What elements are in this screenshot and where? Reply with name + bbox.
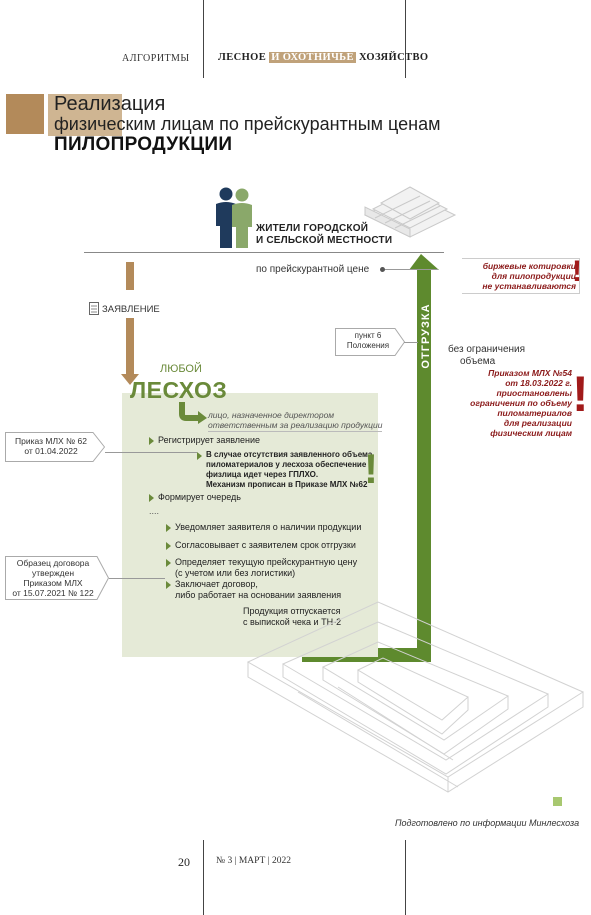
- bullet-icon: [166, 542, 171, 550]
- section-name: АЛГОРИТМЫ: [122, 53, 190, 64]
- source-marker: [553, 797, 562, 806]
- leskhoz-panel: [122, 393, 378, 657]
- price-label: по прейскурантной цене: [256, 264, 370, 275]
- page-title-line3: ПИЛОПРОДУКЦИИ: [54, 134, 233, 155]
- lumber-stack-icon: [363, 186, 457, 238]
- price-pointer-line: [383, 269, 438, 270]
- residents-label: ЖИТЕЛИ ГОРОДСКОЙ И СЕЛЬСКОЙ МЕСТНОСТИ: [256, 223, 393, 246]
- header-divider-right: [405, 0, 406, 78]
- step-contract: Заключает договор, либо работает на осно…: [166, 579, 341, 601]
- application-arrow: [121, 262, 139, 385]
- bullet-icon: [149, 494, 154, 502]
- bullet-icon: [149, 437, 154, 445]
- order62-pointer-line: [105, 452, 197, 453]
- document-icon: [89, 302, 99, 315]
- footer-divider-right: [405, 840, 406, 915]
- contract-tag: Образец договора утвержден Приказом МЛХ …: [12, 558, 94, 598]
- lumber-pile-icon: [246, 601, 585, 793]
- magazine-name: ЛЕСНОЕ И ОХОТНИЧЬЕ ХОЗЯЙСТВО: [218, 52, 429, 63]
- issue-info: № 3 | МАРТ | 2022: [216, 856, 292, 866]
- bullet-icon: [166, 524, 171, 532]
- exclamation-mark-3: !: [364, 445, 378, 492]
- contract-pointer-line: [109, 578, 165, 579]
- leskhoz-any-label: ЛЮБОЙ: [160, 363, 202, 375]
- no-limit-label: без ограничения объема: [448, 344, 526, 367]
- step-queue: Формирует очередь: [149, 492, 241, 503]
- ggplho-note: В случае отсутствия заявленного объема п…: [197, 450, 372, 490]
- header-divider-left: [203, 0, 204, 78]
- step-register: Регистрирует заявление: [149, 435, 260, 446]
- clause-tag-frame: [335, 328, 405, 356]
- footer-divider-left: [203, 840, 204, 915]
- exclamation-mark-1: !: [572, 255, 582, 288]
- bullet-icon: [166, 559, 171, 567]
- step-agree: Согласовывает с заявителем срок отгрузки: [166, 540, 356, 551]
- order54-note: Приказом МЛХ №54 от 18.03.2022 г. приост…: [470, 368, 572, 438]
- step-notify: Уведомляет заявителя о наличии продукции: [166, 522, 361, 533]
- page-title-line2: физическим лицам по прейскурантным ценам: [54, 114, 441, 134]
- order62-tag-frame: [5, 432, 105, 462]
- source-note: Подготовлено по информации Минлесхоза: [395, 818, 580, 828]
- order62-tag: Приказ МЛХ № 62 от 01.04.2022: [14, 436, 87, 456]
- shipment-label: ОТГРУЗКА: [420, 303, 432, 369]
- person-pointer-arrow: [179, 402, 207, 424]
- bullet-icon: [197, 452, 202, 460]
- leskhoz-name: ЛЕСХОЗ: [130, 377, 228, 403]
- step-dots: ....: [149, 506, 160, 516]
- exclamation-mark-2: !: [572, 366, 589, 422]
- step-release: Продукция отпускается с выпиской чека и …: [243, 606, 342, 627]
- title-accent-square: [6, 94, 44, 134]
- residents-baseline: [84, 252, 444, 253]
- clause-tag: пункт 6 Положения: [346, 331, 390, 350]
- title-accent-band: [48, 94, 122, 136]
- people-icon: [216, 187, 252, 248]
- exchange-note-frame: [462, 258, 580, 294]
- application-label: ЗАЯВЛЕНИЕ: [102, 304, 160, 315]
- price-pointer-dot: [380, 267, 385, 272]
- page-number: 20: [178, 855, 190, 869]
- contract-tag-frame: [5, 556, 109, 600]
- responsible-person-label: лицо, назначенное директором ответственн…: [208, 410, 383, 432]
- clause-pointer-line: [404, 342, 418, 343]
- exchange-note: биржевые котировки для пилопродукции не …: [482, 261, 576, 291]
- page-title-line1: Реализация: [54, 93, 166, 115]
- step-price: Определяет текущую прейскурантную цену (…: [166, 557, 357, 579]
- bullet-icon: [166, 581, 171, 589]
- shipment-arrow: [302, 254, 439, 662]
